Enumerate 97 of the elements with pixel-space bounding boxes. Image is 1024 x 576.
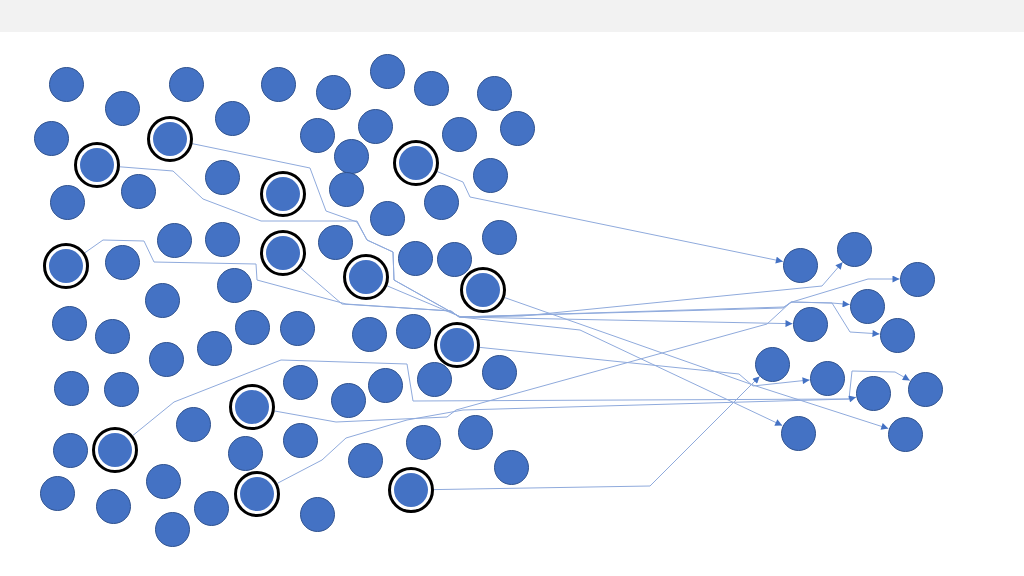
circle-node (51, 305, 87, 341)
circle-node (204, 159, 240, 195)
circle-node (104, 90, 140, 126)
circle-node (39, 475, 75, 511)
circle-node (780, 415, 816, 451)
circle-node (214, 100, 250, 136)
circle-node (156, 222, 192, 258)
arrow (84, 239, 880, 337)
ringed-circle-node (260, 171, 306, 217)
circle-node (792, 306, 828, 342)
arrow (433, 375, 761, 491)
circle-node (754, 346, 790, 382)
circle-node (472, 157, 508, 193)
circle-node (441, 116, 477, 152)
circle-node (49, 184, 85, 220)
circle-node (103, 371, 139, 407)
ringed-circle-node (74, 142, 120, 188)
circle-node (369, 200, 405, 236)
circle-node (279, 310, 315, 346)
circle-node (104, 244, 140, 280)
circle-node (395, 313, 431, 349)
circle-node (357, 108, 393, 144)
arrow (386, 275, 900, 318)
arrow (192, 143, 783, 426)
circle-node (499, 110, 535, 146)
circle-node (95, 488, 131, 524)
circle-node (52, 432, 88, 468)
circle-node (204, 221, 240, 257)
circle-node (175, 406, 211, 442)
circle-node (94, 318, 130, 354)
circle-node (299, 496, 335, 532)
ringed-circle-node (234, 471, 280, 517)
circle-node (144, 282, 180, 318)
circle-node (836, 231, 872, 267)
arrow (274, 300, 851, 423)
arrow (504, 297, 889, 430)
arrow (479, 346, 811, 387)
circle-node (120, 173, 156, 209)
circle-node (405, 424, 441, 460)
ringed-circle-node (147, 116, 193, 162)
circle-node (367, 367, 403, 403)
ringed-circle-node (229, 384, 275, 430)
arrow (119, 166, 844, 318)
circle-node (260, 66, 296, 102)
circle-node (216, 267, 252, 303)
circle-node (855, 375, 891, 411)
circle-node (347, 442, 383, 478)
circle-node (328, 171, 364, 207)
ringed-circle-node (260, 230, 306, 276)
circle-node (879, 317, 915, 353)
circle-node (887, 416, 923, 452)
circle-node (436, 241, 472, 277)
circle-node (154, 511, 190, 547)
circle-node (416, 361, 452, 397)
circle-node (809, 360, 845, 396)
circle-node (899, 261, 935, 297)
circle-node (849, 288, 885, 324)
circle-node (234, 309, 270, 345)
circle-node (369, 53, 405, 89)
circle-node (315, 74, 351, 110)
circle-node (33, 120, 69, 156)
circle-node (227, 435, 263, 471)
circle-node (53, 370, 89, 406)
circle-node (782, 247, 818, 283)
circle-node (330, 382, 366, 418)
circle-node (299, 117, 335, 153)
arrow (276, 395, 857, 484)
ringed-circle-node (393, 140, 439, 186)
arrow (132, 359, 911, 436)
circle-node (168, 66, 204, 102)
arrow (436, 171, 784, 264)
circle-node (145, 463, 181, 499)
circle-node (476, 75, 512, 111)
circle-node (493, 449, 529, 485)
circle-node (423, 184, 459, 220)
circle-node (196, 330, 232, 366)
circle-node (333, 138, 369, 174)
circle-node (907, 371, 943, 407)
circle-node (457, 414, 493, 450)
circle-node (48, 66, 84, 102)
ringed-circle-node (460, 267, 506, 313)
ringed-circle-node (92, 427, 138, 473)
circle-node (148, 341, 184, 377)
circle-node (397, 240, 433, 276)
ringed-circle-node (388, 467, 434, 513)
ringed-circle-node (343, 254, 389, 300)
ringed-circle-node (434, 322, 480, 368)
circle-node (282, 364, 318, 400)
circle-node (413, 70, 449, 106)
circle-node (282, 422, 318, 458)
ringed-circle-node (43, 243, 89, 289)
circle-node (481, 354, 517, 390)
arrow (299, 267, 793, 328)
circle-node (351, 316, 387, 352)
circle-node (481, 219, 517, 255)
circle-node (193, 490, 229, 526)
circle-node (317, 224, 353, 260)
